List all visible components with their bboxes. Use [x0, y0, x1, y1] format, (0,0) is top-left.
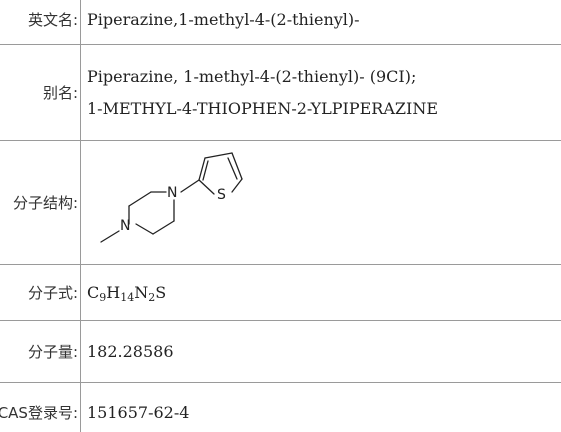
structure-label: 分子结构:	[0, 140, 81, 265]
synonym-line-2: 1-METHYL-4-THIOPHEN-2-YLPIPERAZINE	[87, 98, 439, 118]
formula-label: 分子式:	[0, 264, 81, 321]
row-formula: 分子式: C9H14N2S	[0, 264, 561, 321]
formula-element-n: N	[134, 283, 149, 302]
formula-element-s: S	[155, 283, 167, 302]
molecular-weight-value: 182.28586	[80, 320, 561, 383]
formula-element-c: C	[87, 283, 100, 302]
formula-value: C9H14N2S	[80, 264, 561, 321]
row-cas: CAS登录号: 151657-62-4	[0, 382, 561, 432]
english-name-value: Piperazine,1-methyl-4-(2-thienyl)-	[80, 0, 561, 45]
formula-count-c: 9	[99, 291, 107, 304]
row-english-name: 英文名: Piperazine,1-methyl-4-(2-thienyl)-	[0, 0, 561, 45]
formula-element-h: H	[106, 283, 121, 302]
cas-value: 151657-62-4	[80, 382, 561, 432]
synonyms-value: Piperazine, 1-methyl-4-(2-thienyl)- (9CI…	[80, 44, 561, 141]
english-name-label: 英文名:	[0, 0, 81, 45]
synonym-line-1: Piperazine, 1-methyl-4-(2-thienyl)- (9CI…	[87, 66, 417, 86]
row-molecular-weight: 分子量: 182.28586	[0, 320, 561, 383]
atom-n1-label: N	[120, 218, 130, 234]
cas-label: CAS登录号:	[0, 382, 81, 432]
formula-count-h: 14	[120, 291, 135, 304]
formula-count-n: 2	[148, 291, 156, 304]
row-structure: 分子结构:	[0, 140, 561, 265]
row-synonyms: 别名: Piperazine, 1-methyl-4-(2-thienyl)- …	[0, 44, 561, 141]
atom-n2-label: N	[167, 185, 177, 201]
synonyms-label: 别名:	[0, 44, 81, 141]
structure-value: N N S	[80, 140, 561, 265]
molecular-weight-label: 分子量:	[0, 320, 81, 383]
molecule-structure-diagram: N N S	[100, 151, 243, 243]
atom-s-label: S	[217, 187, 226, 203]
